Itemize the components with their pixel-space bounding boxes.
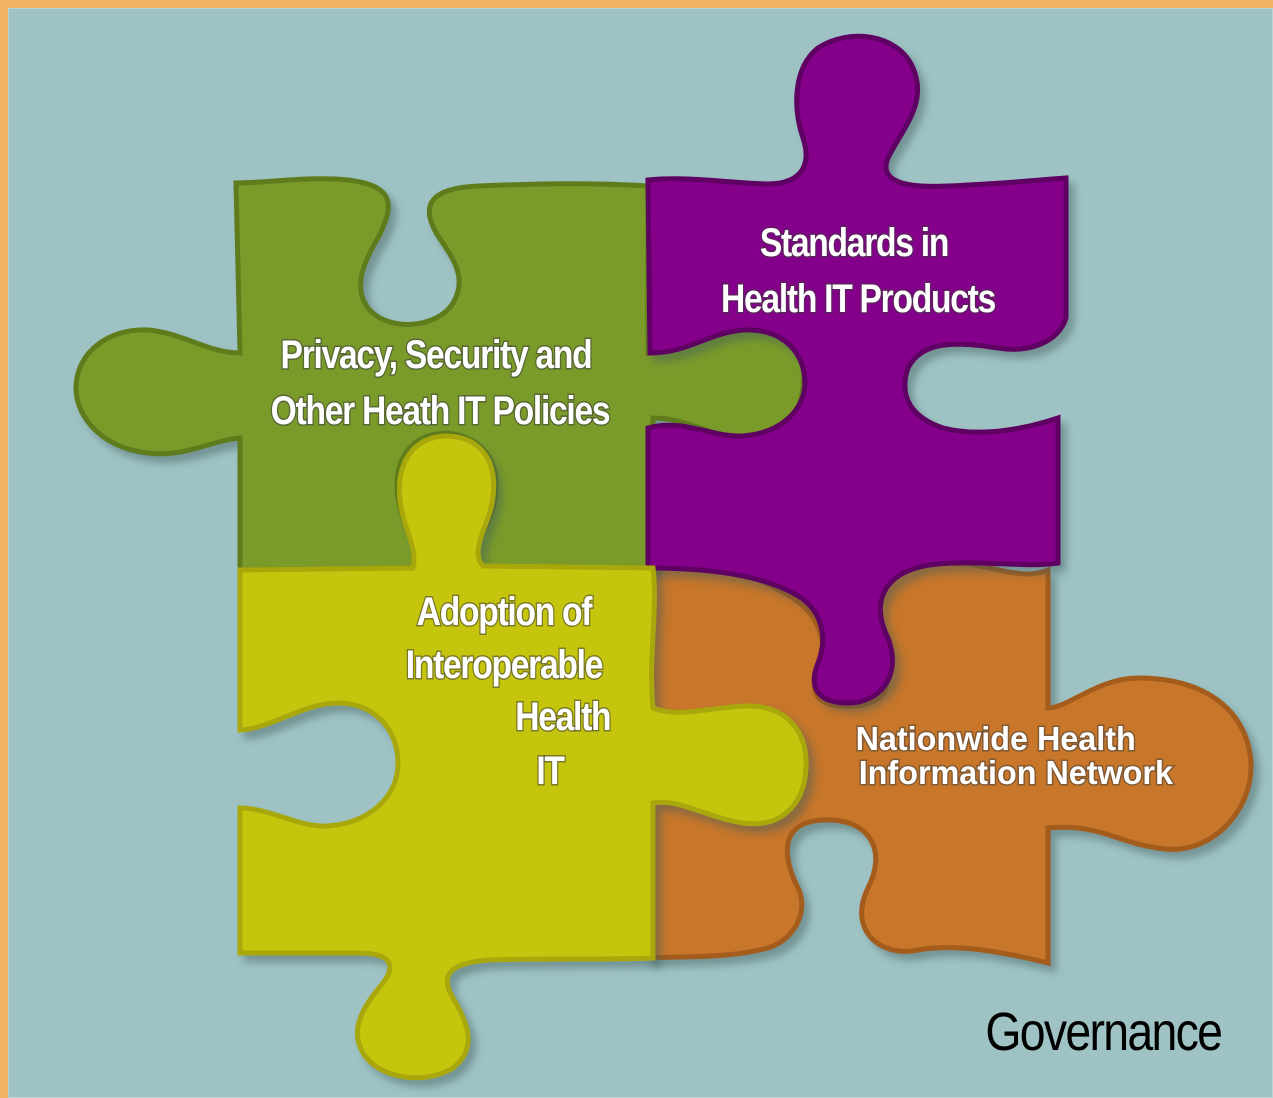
puzzle-piece-standards-shape — [645, 33, 1069, 706]
standards-label: Standards in Health IT Products — [721, 220, 996, 320]
adoption-label-line-1: Adoption of — [417, 589, 593, 633]
adoption-label-line-4: IT — [536, 748, 565, 792]
nhin-label: Nationwide Health Information Network — [856, 720, 1174, 791]
adoption-label-line-2: Interoperable — [406, 642, 603, 686]
policies-label: Privacy, Security and Other Heath IT Pol… — [271, 332, 610, 432]
adoption-label-line-3: Health — [515, 694, 610, 738]
puzzle-piece-nhin — [645, 560, 1254, 967]
nhin-label-line-1: Nationwide Health — [856, 720, 1136, 757]
standards-label-line-2: Health IT Products — [721, 276, 996, 320]
policies-label-line-2: Other Heath IT Policies — [271, 388, 610, 432]
puzzle-piece-adoption — [237, 433, 809, 1081]
puzzle-piece-adoption-shape — [237, 433, 809, 1081]
policies-label-line-1: Privacy, Security and — [281, 332, 592, 376]
nhin-label-line-2: Information Network — [859, 754, 1174, 791]
puzzle-diagram: Privacy, Security and Other Heath IT Pol… — [73, 33, 1254, 1081]
adoption-label: Adoption of Interoperable Health IT — [406, 589, 619, 792]
standards-label-line-1: Standards in — [760, 220, 948, 264]
puzzle-piece-nhin-shape — [645, 560, 1254, 967]
slide-canvas: Privacy, Security and Other Heath IT Pol… — [8, 8, 1273, 1098]
puzzle-piece-standards — [645, 33, 1069, 706]
governance-caption: Governance — [985, 1002, 1223, 1062]
